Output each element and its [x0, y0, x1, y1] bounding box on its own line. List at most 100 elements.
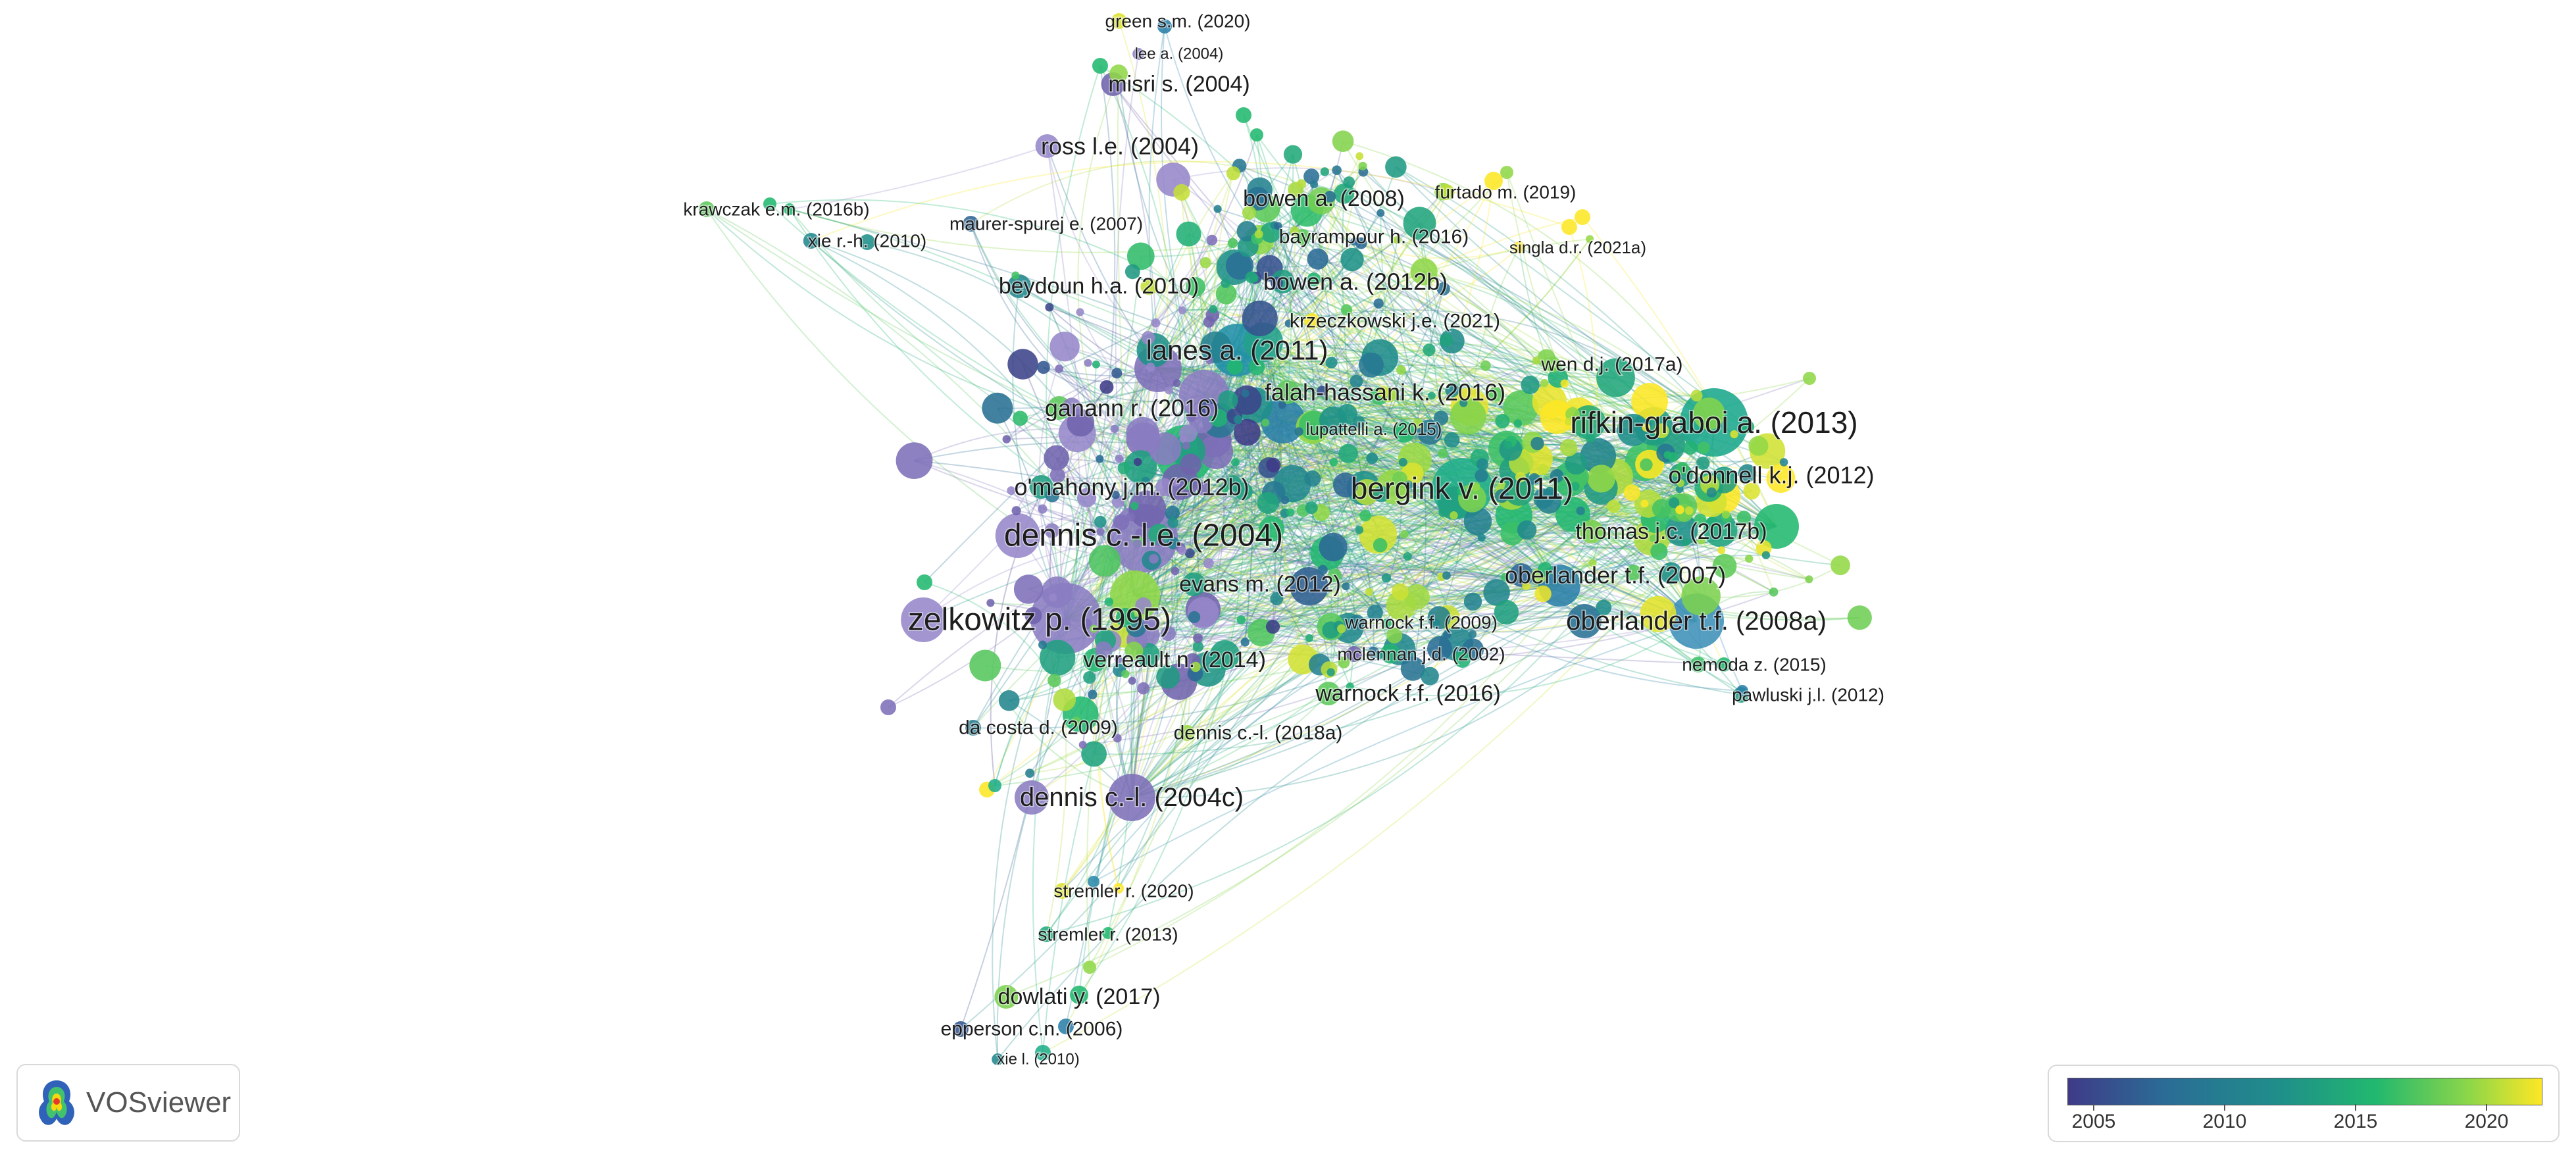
- publication-node[interactable]: [1186, 277, 1205, 297]
- publication-node[interactable]: [1055, 365, 1064, 373]
- publication-node[interactable]: [1530, 436, 1544, 451]
- publication-node[interactable]: [1096, 528, 1105, 536]
- publication-node[interactable]: [1392, 583, 1409, 601]
- publication-node[interactable]: [1358, 161, 1367, 170]
- publication-node[interactable]: [1382, 618, 1392, 628]
- publication-node[interactable]: [1049, 467, 1065, 483]
- publication-node[interactable]: [1038, 640, 1047, 649]
- publication-node[interactable]: [1095, 641, 1113, 659]
- publication-label[interactable]: oberlander t.f. (2007): [1503, 561, 1727, 590]
- publication-node[interactable]: [1468, 630, 1477, 638]
- publication-label[interactable]: bowen a. (2008): [1242, 186, 1406, 213]
- publication-node[interactable]: [1221, 278, 1230, 288]
- publication-node[interactable]: [1261, 418, 1270, 427]
- publication-node[interactable]: [1231, 458, 1240, 467]
- publication-node[interactable]: [1654, 423, 1669, 438]
- publication-node[interactable]: [1513, 419, 1523, 428]
- publication-node[interactable]: [1400, 530, 1409, 539]
- publication-node[interactable]: [698, 201, 715, 217]
- publication-node[interactable]: [1457, 486, 1466, 495]
- publication-node[interactable]: [1480, 360, 1491, 371]
- publication-node[interactable]: [1141, 331, 1155, 345]
- publication-node[interactable]: [1002, 435, 1011, 443]
- publication-node[interactable]: [1332, 130, 1354, 152]
- publication-node[interactable]: [1324, 191, 1336, 203]
- publication-node[interactable]: [1432, 618, 1440, 627]
- publication-node[interactable]: [1545, 486, 1555, 495]
- publication-node[interactable]: [1190, 661, 1201, 672]
- publication-node[interactable]: [1303, 168, 1320, 185]
- publication-label[interactable]: nemoda z. (2015): [1681, 653, 1827, 676]
- publication-node[interactable]: [1684, 506, 1694, 515]
- publication-node[interactable]: [1444, 432, 1460, 448]
- publication-node[interactable]: [1586, 235, 1594, 243]
- publication-node[interactable]: [1494, 489, 1509, 503]
- publication-node[interactable]: [1307, 248, 1328, 270]
- publication-node[interactable]: [1124, 642, 1144, 661]
- publication-node[interactable]: [1128, 490, 1167, 528]
- publication-node[interactable]: [1284, 319, 1293, 328]
- publication-node[interactable]: [1410, 258, 1438, 286]
- publication-node[interactable]: [1246, 187, 1270, 211]
- publication-node[interactable]: [1682, 538, 1690, 546]
- publication-label[interactable]: warnock f.f. (2016): [1314, 680, 1502, 707]
- publication-node[interactable]: [1400, 656, 1425, 681]
- publication-node[interactable]: [1555, 497, 1590, 532]
- publication-node[interactable]: [1380, 643, 1401, 664]
- publication-node[interactable]: [1037, 361, 1050, 374]
- publication-node[interactable]: [1053, 688, 1076, 711]
- publication-node[interactable]: [1337, 624, 1346, 634]
- publication-node[interactable]: [1132, 539, 1142, 548]
- publication-node[interactable]: [1640, 499, 1649, 508]
- publication-node[interactable]: [1463, 507, 1492, 536]
- publication-node[interactable]: [1681, 576, 1721, 616]
- publication-node[interactable]: [1587, 465, 1615, 493]
- publication-node[interactable]: [1560, 379, 1569, 388]
- publication-node[interactable]: [901, 597, 946, 642]
- publication-node[interactable]: [1550, 468, 1564, 483]
- publication-node[interactable]: [1392, 471, 1407, 487]
- publication-node[interactable]: [1305, 634, 1313, 642]
- publication-node[interactable]: [1376, 209, 1385, 217]
- publication-node[interactable]: [1471, 482, 1480, 492]
- publication-node[interactable]: [1769, 587, 1779, 597]
- publication-node[interactable]: [1177, 546, 1187, 555]
- publication-node[interactable]: [1007, 349, 1038, 380]
- publication-label[interactable]: singla d.r. (2021a): [1508, 237, 1647, 259]
- publication-node[interactable]: [1696, 456, 1710, 470]
- publication-node[interactable]: [1427, 391, 1436, 400]
- publication-node[interactable]: [1141, 476, 1150, 486]
- publication-node[interactable]: [1179, 435, 1188, 443]
- publication-node[interactable]: [1779, 458, 1788, 467]
- publication-node[interactable]: [1537, 464, 1549, 476]
- publication-node[interactable]: [1203, 558, 1214, 569]
- publication-node[interactable]: [1436, 282, 1450, 296]
- publication-node[interactable]: [1617, 413, 1650, 446]
- publication-node[interactable]: [1484, 172, 1503, 190]
- publication-label[interactable]: falah-hassani k. (2016): [1263, 378, 1506, 407]
- publication-node[interactable]: [1676, 479, 1684, 488]
- publication-node[interactable]: [1081, 618, 1092, 630]
- publication-node[interactable]: [1182, 572, 1206, 596]
- publication-node[interactable]: [1565, 417, 1573, 426]
- publication-node[interactable]: [1803, 372, 1816, 385]
- publication-node[interactable]: [1209, 305, 1217, 314]
- publication-node[interactable]: [1108, 774, 1155, 821]
- publication-node[interactable]: [1210, 640, 1240, 670]
- publication-node[interactable]: [1304, 470, 1321, 487]
- publication-node[interactable]: [1205, 355, 1213, 364]
- publication-node[interactable]: [1442, 571, 1451, 580]
- publication-node[interactable]: [1522, 581, 1531, 590]
- publication-node[interactable]: [1104, 597, 1114, 607]
- publication-node[interactable]: [1044, 445, 1069, 471]
- publication-label[interactable]: krzeczkowski j.e. (2021): [1288, 309, 1501, 333]
- publication-node[interactable]: [1607, 499, 1621, 513]
- publication-node[interactable]: [1650, 534, 1658, 543]
- publication-node[interactable]: [917, 574, 932, 590]
- publication-node[interactable]: [988, 779, 1001, 792]
- publication-node[interactable]: [1242, 300, 1278, 337]
- publication-node[interactable]: [1254, 230, 1263, 239]
- publication-node[interactable]: [1440, 333, 1453, 347]
- publication-node[interactable]: [1736, 511, 1752, 525]
- publication-label[interactable]: xie l. (2010): [996, 1049, 1080, 1069]
